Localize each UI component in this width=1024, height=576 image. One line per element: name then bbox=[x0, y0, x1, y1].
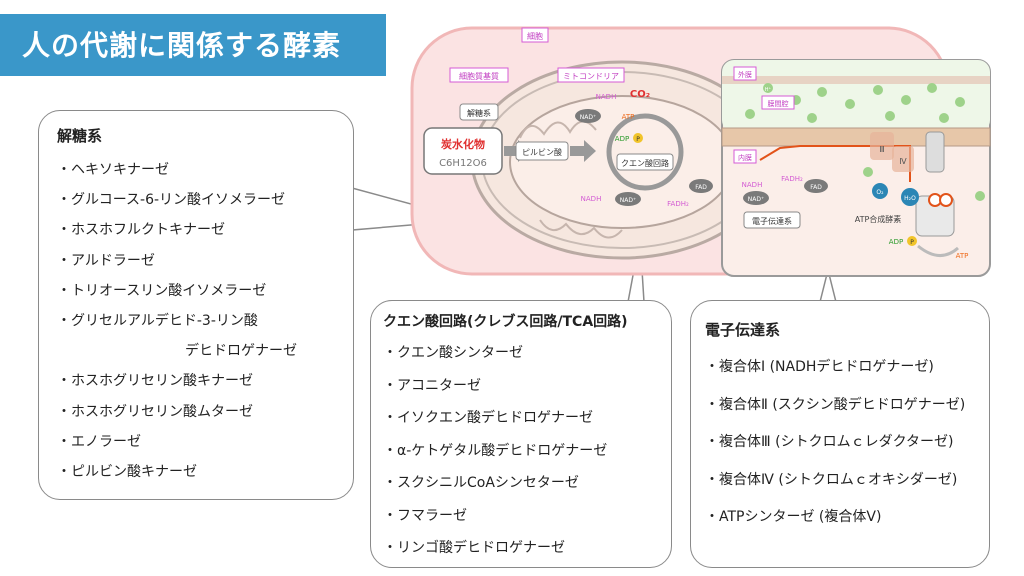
fadh2-label: FADH₂ bbox=[667, 200, 689, 208]
list-item: ・グリセルアルデヒド-3-リン酸 bbox=[57, 312, 258, 329]
tca-cycle-label: クエン酸回路 bbox=[621, 158, 669, 168]
list-item: ・α-ケトゲタル酸デヒドロゲナーゼ bbox=[383, 442, 608, 459]
list-item: ・クエン酸シンターゼ bbox=[383, 345, 523, 361]
nad-bottom-label: NAD⁺ bbox=[620, 197, 636, 204]
list-item: ・ホスホグリセリン酸ムターゼ bbox=[57, 403, 253, 420]
list-item: ・リンゴ酸デヒドロゲナーゼ bbox=[383, 540, 565, 556]
mitochondria-label: ミトコンドリア bbox=[563, 72, 619, 81]
list-item: ・ATPシンターゼ (複合体Ⅴ) bbox=[705, 509, 882, 525]
list-item: ・複合体Ⅰ (NADHデヒドロゲナーゼ) bbox=[705, 359, 934, 375]
outer-membrane-label: 外膜 bbox=[738, 70, 752, 79]
o2-molecule bbox=[872, 183, 888, 199]
cell-label-box bbox=[521, 27, 549, 43]
h2o-label: H₂O bbox=[904, 195, 916, 202]
etc-enzyme-list: ・複合体Ⅰ (NADHデヒドロゲナーゼ) ・複合体Ⅱ (スクシン酸デヒドロゲナー… bbox=[705, 349, 965, 537]
phosphate-dot bbox=[633, 133, 643, 143]
list-item: ・アコニターゼ bbox=[383, 377, 481, 394]
intermembrane-label: 膜間腔 bbox=[768, 99, 789, 108]
atp-synthase-label: ATP合成酵素 bbox=[855, 214, 902, 224]
inset-nad-label: NAD⁺ bbox=[748, 196, 764, 203]
hplus-label: H⁺ bbox=[765, 87, 772, 93]
list-item: ・スクシニルCoAシンセターゼ bbox=[383, 475, 579, 491]
list-item: ・グルコース-6-リン酸イソメラーゼ bbox=[57, 192, 286, 209]
etc-diagram-label: 電子伝達系 bbox=[752, 216, 792, 226]
inset-nadh-label: NADH bbox=[742, 181, 763, 189]
complex-iv-label: Ⅳ bbox=[899, 157, 907, 166]
o2-label: O₂ bbox=[876, 189, 884, 196]
tca-enzyme-list: ・クエン酸シンターゼ ・アコニターゼ ・イソクエン酸デヒドロゲナーゼ ・α-ケト… bbox=[383, 337, 607, 565]
carbohydrate-formula: C6H12O6 bbox=[439, 158, 487, 169]
adp-label: ADP bbox=[615, 135, 629, 143]
inner-membrane-band bbox=[721, 127, 991, 147]
inset-fadh2-label: FADH₂ bbox=[781, 175, 803, 183]
list-item: ・フマラーゼ bbox=[383, 507, 467, 524]
cytoplasm-label: 細胞質基質 bbox=[459, 71, 499, 81]
list-item: ・アルドラーゼ bbox=[57, 252, 155, 269]
glycolysis-panel-title: 解糖系 bbox=[57, 127, 103, 145]
inset-atp-label: ATP bbox=[956, 252, 969, 260]
list-item: ・イソクエン酸デヒドロゲナーゼ bbox=[383, 410, 593, 426]
nadh-top-label: NADH bbox=[596, 93, 617, 101]
etc-panel: 電子伝達系 ・複合体Ⅰ (NADHデヒドロゲナーゼ) ・複合体Ⅱ (スクシン酸デ… bbox=[690, 300, 990, 568]
title-banner bbox=[0, 14, 386, 76]
atp-label: ATP bbox=[622, 113, 635, 121]
inset-fad-label: FAD bbox=[810, 184, 822, 191]
glycolysis-enzyme-list: ・ヘキソキナーゼ ・グルコース-6-リン酸イソメラーゼ ・ホスホフルクトキナーゼ… bbox=[57, 155, 297, 487]
nadh-bottom-label: NADH bbox=[581, 195, 602, 203]
tca-panel: クエン酸回路(クレブス回路/TCA回路) ・クエン酸シンターゼ ・アコニターゼ … bbox=[370, 300, 672, 568]
carbohydrate-name: 炭水化物 bbox=[441, 137, 485, 151]
list-item: ・複合体Ⅱ (スクシン酸デヒドロゲナーゼ) bbox=[705, 396, 966, 413]
carbohydrate-box bbox=[423, 127, 503, 175]
list-item: ・複合体Ⅲ (シトクロムｃレダクターゼ) bbox=[705, 434, 954, 450]
nad-top-label: NAD⁺ bbox=[580, 114, 596, 121]
tca-cycle-ring bbox=[606, 113, 684, 191]
phosphate-label: P bbox=[636, 136, 640, 143]
complex-iii-label: Ⅲ bbox=[879, 145, 885, 154]
page-title: 人の代謝に関係する酵素 bbox=[22, 29, 342, 62]
list-item: ・ホスホフルクトキナーゼ bbox=[57, 222, 225, 239]
cell-label: 細胞 bbox=[527, 31, 543, 41]
co2-label: CO₂ bbox=[630, 89, 650, 100]
pyruvate-label: ピルビン酸 bbox=[522, 147, 562, 157]
tca-panel-title: クエン酸回路(クレブス回路/TCA回路) bbox=[383, 314, 628, 330]
hplus-dots bbox=[745, 83, 985, 201]
inset-adp-label: ADP bbox=[889, 238, 903, 246]
list-item: ・トリオースリン酸イソメラーゼ bbox=[57, 282, 267, 299]
list-item: ・ピルビン酸キナーゼ bbox=[57, 463, 197, 480]
inner-membrane-label: 内膜 bbox=[738, 153, 752, 162]
h2o-molecule bbox=[901, 188, 919, 206]
inset-phosphate-label: P bbox=[910, 239, 914, 246]
list-item: ・ヘキソキナーゼ bbox=[57, 162, 169, 178]
fad-label: FAD bbox=[695, 184, 707, 191]
glycolysis-diagram-label: 解糖系 bbox=[467, 108, 491, 118]
list-item: ・ホスホグリセリン酸キナーゼ bbox=[57, 373, 253, 390]
glycolysis-panel: 解糖系 ・ヘキソキナーゼ ・グルコース-6-リン酸イソメラーゼ ・ホスホフルクト… bbox=[38, 110, 354, 500]
list-item: ・エノラーゼ bbox=[57, 433, 141, 450]
list-item: ・複合体Ⅳ (シトクロムｃオキシダーゼ) bbox=[705, 471, 958, 488]
list-item: デヒドロゲナーゼ bbox=[185, 343, 297, 360]
etc-panel-title: 電子伝達系 bbox=[705, 321, 781, 339]
